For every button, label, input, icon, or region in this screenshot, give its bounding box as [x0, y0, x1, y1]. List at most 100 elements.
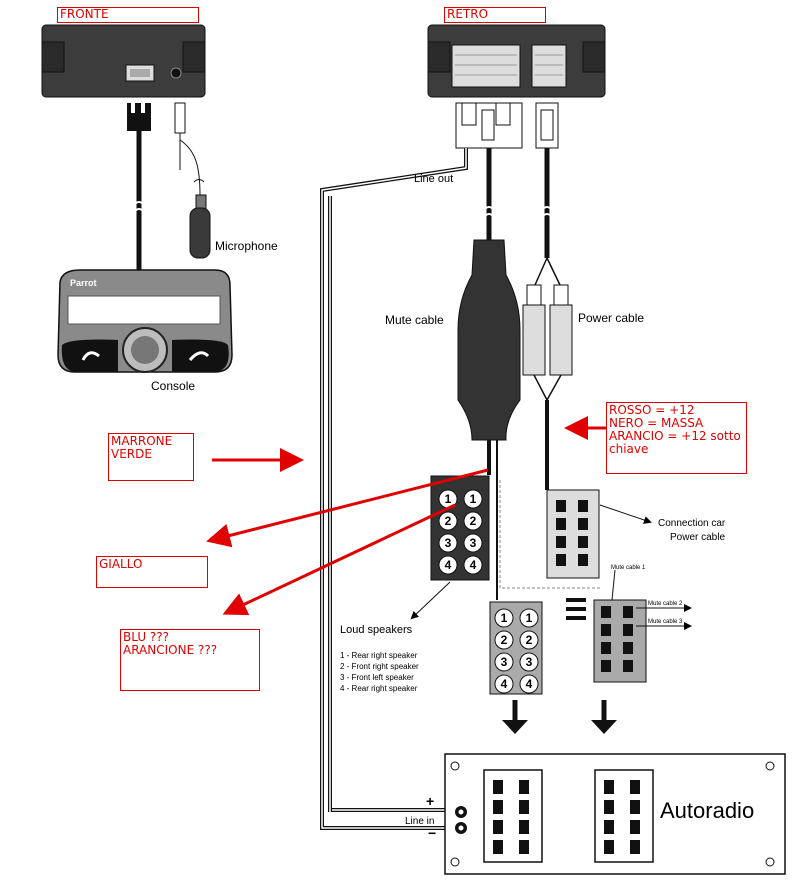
rear-unit: [427, 24, 606, 98]
speaker-pin: [463, 555, 483, 575]
minus-sign: −: [428, 825, 436, 841]
brand-logo: Parrot: [70, 278, 97, 288]
rosso-label: ROSSO = +12: [609, 403, 695, 417]
mute-pin: [601, 624, 611, 636]
car-power-pin: [556, 500, 566, 512]
autoradio-b-pin: [630, 840, 640, 854]
retro-label: RETRO: [447, 7, 489, 21]
blu-arancione-box: BLU ??? ARANCIONE ???: [120, 629, 260, 691]
car-power-connector: [546, 489, 600, 579]
front-unit: [41, 24, 206, 98]
speaker-pin-number: 1: [470, 492, 477, 506]
loud-speakers-label: Loud speakers: [340, 624, 413, 636]
autoradio-a-pin: [493, 840, 503, 854]
autoradio-b-pin: [604, 840, 614, 854]
mute-cable-label: Mute cable: [385, 313, 444, 327]
autoradio-b-pin: [630, 800, 640, 814]
verde-label: VERDE: [111, 447, 152, 461]
car-power-pin: [578, 500, 588, 512]
car-power-pin: [578, 518, 588, 530]
radio-speaker-pin: [494, 674, 514, 694]
car-power-pin: [556, 536, 566, 548]
speaker-pin-number: 2: [470, 514, 477, 528]
radio-speaker-pin: [494, 652, 514, 672]
radio-speaker-pin-number: 2: [501, 633, 508, 647]
blu-label: BLU ???: [123, 630, 170, 644]
autoradio-a-pin: [519, 840, 529, 854]
speaker-pin: [438, 555, 458, 575]
fronte-label: FRONTE: [60, 7, 109, 21]
retro-box: RETRO: [444, 7, 546, 23]
arancione-label: ARANCIONE ???: [123, 643, 218, 657]
microphone: [189, 194, 211, 259]
giallo-label: GIALLO: [99, 557, 143, 571]
speaker-pin: [463, 511, 483, 531]
radio-speaker-pin-number: 3: [501, 655, 508, 669]
autoradio-a-pin: [493, 800, 503, 814]
autoradio-a-pin: [493, 780, 503, 794]
car-power-pin: [556, 554, 566, 566]
microphone-label: Microphone: [215, 239, 278, 253]
radio-speaker-pin: [519, 608, 539, 628]
plus-sign: +: [426, 793, 434, 809]
speaker-item-4: 4 - Rear right speaker: [340, 684, 418, 693]
radio-speaker-pin: [494, 608, 514, 628]
speaker-pin: [438, 511, 458, 531]
speaker-pin: [438, 533, 458, 553]
power-colors-box: ROSSO = +12 NERO = MASSA ARANCIO = +12 s…: [606, 402, 747, 474]
mute-cable-1-label: Mute cable 1: [611, 565, 646, 571]
radio-speaker-pin-number: 4: [526, 677, 533, 691]
mute-cable-3-label: Mute cable 3: [648, 619, 683, 625]
power-cable: [522, 148, 573, 490]
fronte-box: FRONTE: [57, 7, 199, 23]
down-arrow-icon: [591, 700, 617, 734]
rear-connectors: [455, 102, 559, 149]
mute-cable-2-label: Mute cable 2: [648, 601, 683, 607]
speaker-pin-number: 3: [445, 536, 452, 550]
autoradio-b-pin: [630, 780, 640, 794]
autoradio-b-pin: [630, 820, 640, 834]
car-power-pin: [578, 554, 588, 566]
connection-car-label-2: Power cable: [670, 532, 725, 543]
mute-pin: [601, 660, 611, 672]
console-label: Console: [151, 379, 195, 393]
radio-speaker-pin: [494, 630, 514, 650]
autoradio-a-pin: [519, 780, 529, 794]
power-cable-label: Power cable: [578, 311, 644, 325]
mute-pin: [623, 660, 633, 672]
speaker-pin-number: 4: [445, 558, 452, 572]
speaker-item-1: 1 - Rear right speaker: [340, 651, 418, 660]
mute-pin: [623, 624, 633, 636]
autoradio-a-pin: [519, 820, 529, 834]
speaker-connector: 1 1 2 2 3 3 4 4: [430, 475, 490, 581]
autoradio-b-pin: [604, 820, 614, 834]
car-power-pin: [578, 536, 588, 548]
radio-speaker-pin-number: 3: [526, 655, 533, 669]
speaker-pin: [463, 489, 483, 509]
down-arrow-icon: [502, 700, 528, 734]
mute-connector: [566, 569, 692, 683]
speaker-pin: [463, 533, 483, 553]
radio-speaker-pin: [519, 630, 539, 650]
speaker-pin-number: 1: [445, 492, 452, 506]
radio-speaker-pin-number: 1: [526, 611, 533, 625]
autoradio-label: Autoradio: [660, 798, 754, 823]
mute-pin: [623, 642, 633, 654]
mute-pin: [601, 606, 611, 618]
radio-speaker-pin: [519, 674, 539, 694]
speaker-pin-number: 3: [470, 536, 477, 550]
arancio-label: ARANCIO = +12 sotto: [609, 429, 741, 443]
speaker-item-3: 3 - Front left speaker: [340, 673, 414, 682]
autoradio-b-pin: [604, 800, 614, 814]
car-power-pin: [556, 518, 566, 530]
radio-speaker-pin-number: 1: [501, 611, 508, 625]
speaker-pin-number: 2: [445, 514, 452, 528]
chiave-label: chiave: [609, 442, 649, 456]
giallo-box: GIALLO: [96, 556, 208, 588]
speaker-pin-number: 4: [470, 558, 477, 572]
speaker-item-2: 2 - Front right speaker: [340, 662, 419, 671]
radio-speaker-pin: [519, 652, 539, 672]
red-arrows: [206, 416, 610, 616]
